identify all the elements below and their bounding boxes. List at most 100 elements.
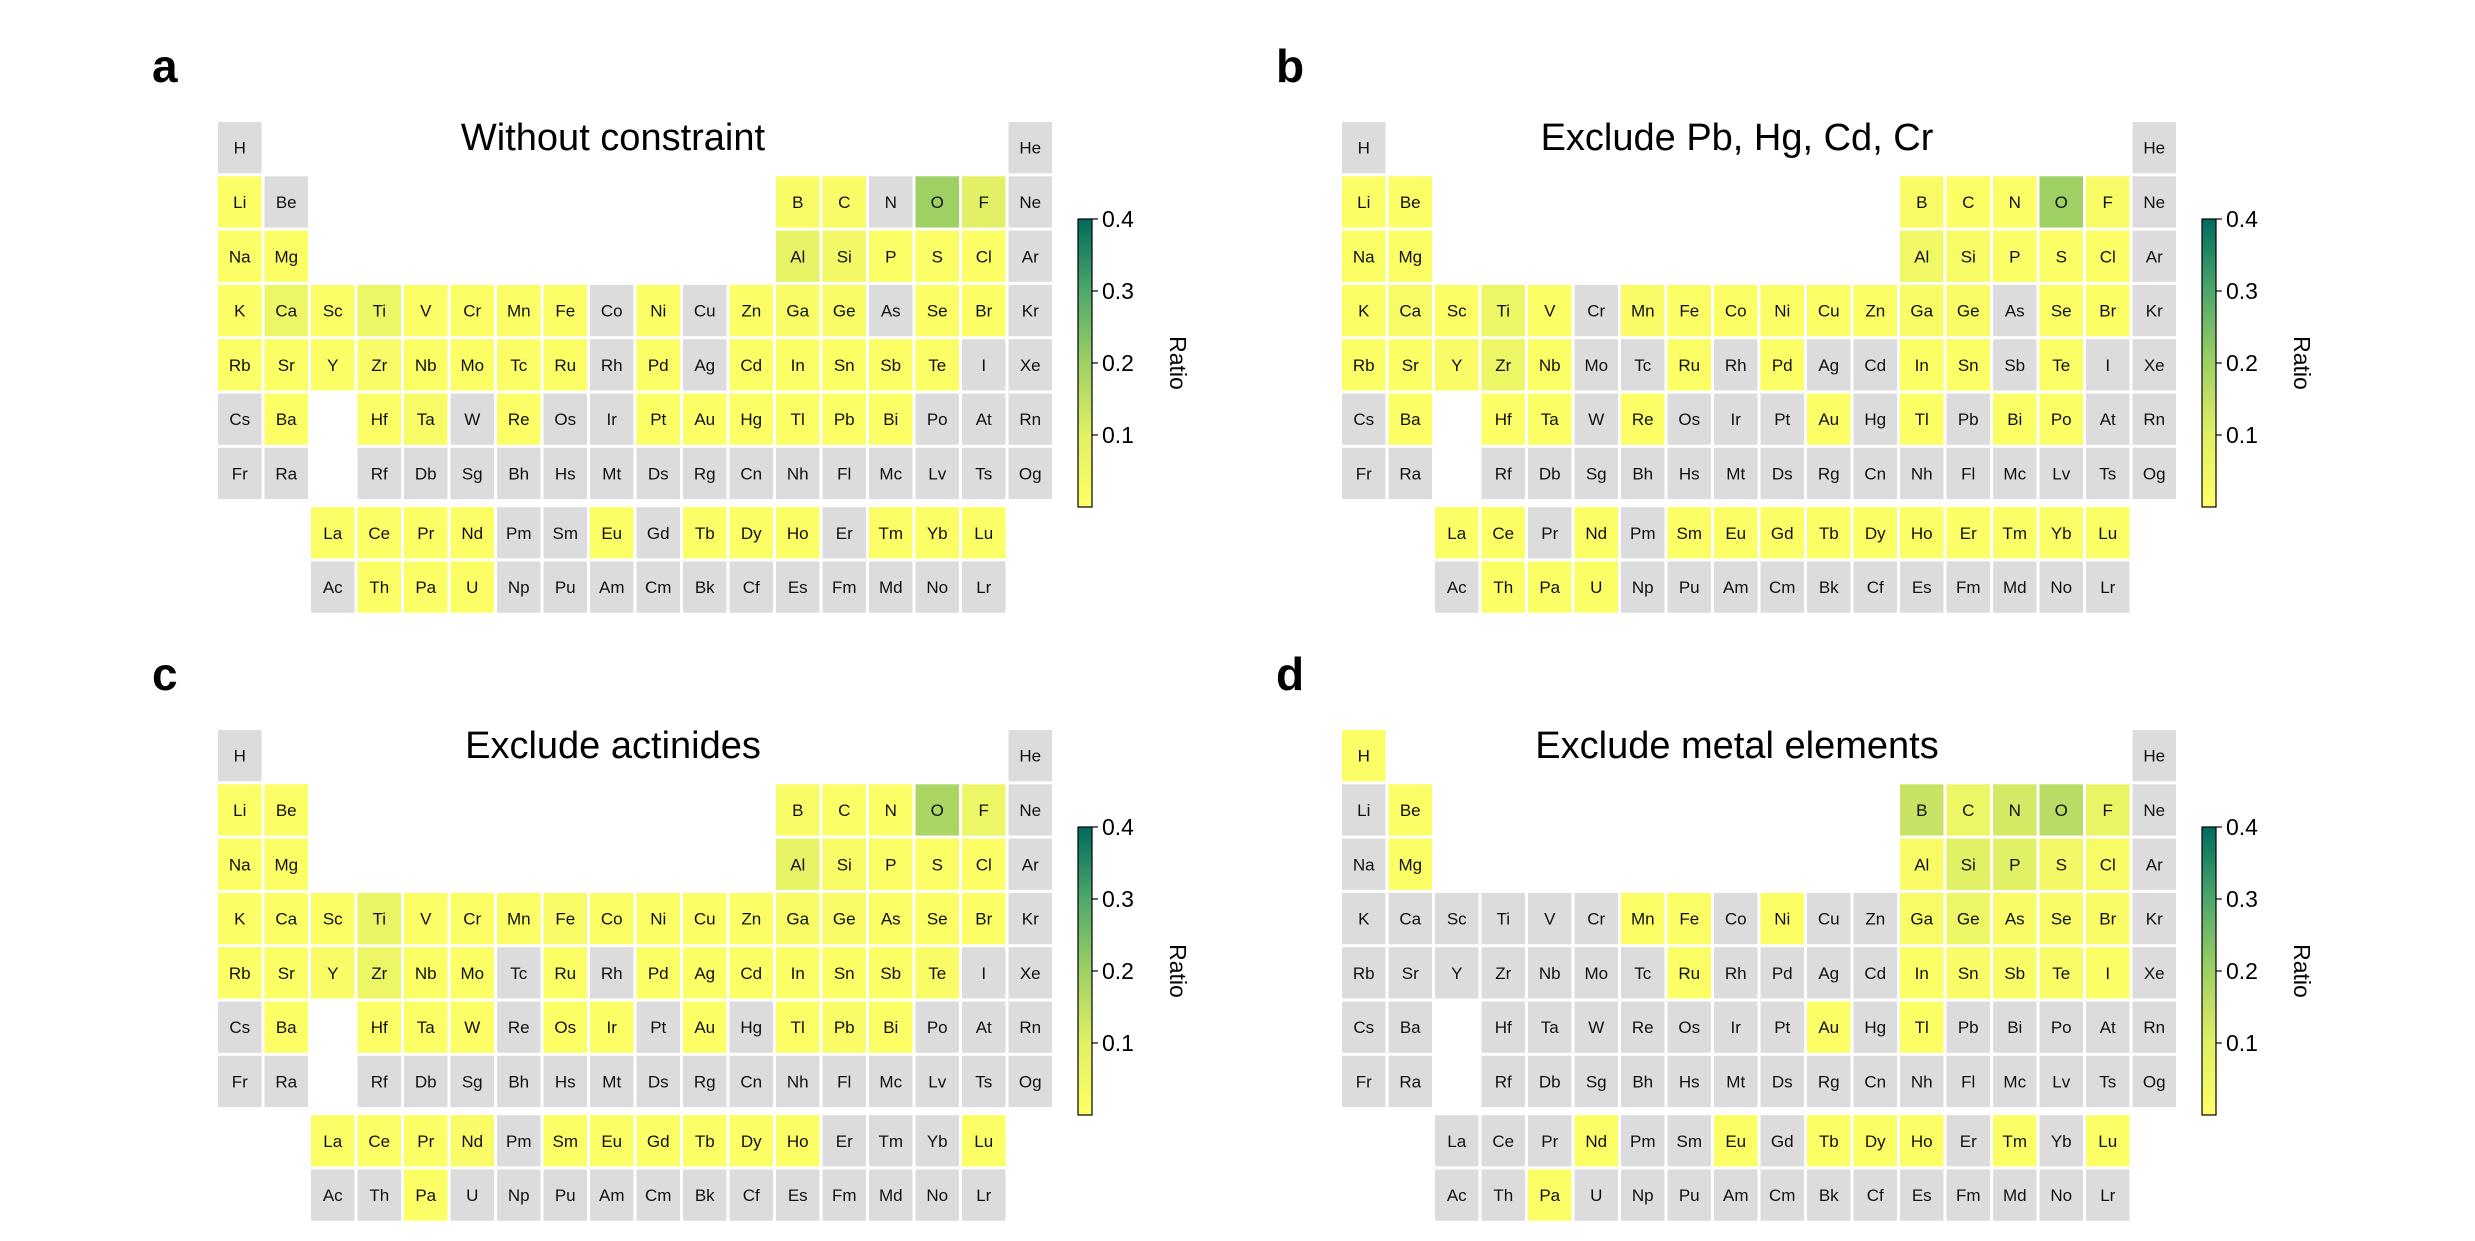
element-cell-ag: Ag	[1807, 947, 1851, 999]
cell-fill	[1435, 1169, 1479, 1221]
cell-fill	[1946, 561, 1990, 613]
cell-fill	[1667, 892, 1711, 945]
element-symbol: Sc	[1447, 910, 1467, 929]
element-symbol: Cm	[1769, 1186, 1795, 1205]
element-cell-tb: Tb	[683, 1115, 727, 1167]
cell-fill	[2132, 447, 2176, 500]
element-symbol: Cf	[1867, 1186, 1884, 1205]
element-symbol: H	[234, 747, 246, 766]
element-symbol: Yb	[927, 524, 948, 543]
element-symbol: Tm	[2002, 524, 2027, 543]
element-cell-o: O	[915, 176, 959, 228]
element-cell-li: Li	[1342, 176, 1386, 228]
element-symbol: Mt	[1726, 1072, 1745, 1091]
element-cell-fe: Fe	[1667, 892, 1711, 945]
element-symbol: Mt	[602, 464, 621, 483]
element-cell-ra: Ra	[1388, 1055, 1432, 1108]
element-symbol: Rn	[1019, 410, 1041, 429]
element-cell-zr: Zr	[1481, 947, 1525, 999]
cell-fill	[1993, 838, 2037, 890]
element-symbol: Br	[2099, 910, 2116, 929]
element-symbol: Ge	[833, 910, 856, 929]
cell-fill	[590, 561, 634, 613]
cell-fill	[2132, 1001, 2176, 1053]
element-cell-np: Np	[1621, 561, 1665, 613]
cell-fill	[1853, 447, 1897, 500]
element-cell-fe: Fe	[543, 284, 587, 337]
element-symbol: Sb	[880, 964, 901, 983]
element-cell-fl: Fl	[822, 1055, 866, 1108]
element-cell-k: K	[1342, 284, 1386, 337]
element-cell-f: F	[962, 784, 1006, 836]
element-symbol: B	[792, 801, 803, 820]
element-symbol: Nb	[415, 356, 437, 375]
cell-fill	[1574, 1001, 1618, 1053]
element-cell-sr: Sr	[1388, 947, 1432, 999]
cell-fill	[915, 1169, 959, 1221]
element-symbol: He	[2143, 139, 2165, 158]
cell-fill	[776, 284, 820, 337]
cell-fill	[1714, 1115, 1758, 1167]
element-cell-rh: Rh	[590, 339, 634, 391]
element-symbol: Ts	[975, 1072, 992, 1091]
element-cell-h: H	[1342, 730, 1386, 782]
element-symbol: Al	[1914, 855, 1929, 874]
element-cell-tc: Tc	[1621, 947, 1665, 999]
element-cell-si: Si	[822, 230, 866, 282]
cell-fill	[962, 784, 1006, 836]
cell-fill	[2039, 1055, 2083, 1108]
element-cell-bi: Bi	[1993, 1001, 2037, 1053]
element-cell-hg: Hg	[729, 393, 773, 445]
element-symbol: No	[926, 578, 948, 597]
cell-fill	[776, 892, 820, 945]
cell-fill	[636, 1001, 680, 1053]
element-cell-yb: Yb	[915, 1115, 959, 1167]
element-cell-cl: Cl	[962, 838, 1006, 890]
element-symbol: P	[885, 855, 896, 874]
element-symbol: Sm	[553, 524, 579, 543]
element-cell-re: Re	[497, 1001, 541, 1053]
colorbar-gradient	[2201, 826, 2217, 1116]
element-symbol: Tc	[510, 964, 528, 983]
element-cell-th: Th	[357, 1169, 401, 1221]
element-cell-ba: Ba	[1388, 1001, 1432, 1053]
element-cell-kr: Kr	[1008, 284, 1052, 337]
cell-fill	[218, 284, 262, 337]
element-cell-mg: Mg	[264, 230, 308, 282]
element-cell-he: He	[2132, 730, 2176, 782]
cell-fill	[636, 947, 680, 999]
cell-fill	[1900, 1001, 1944, 1053]
element-symbol: Sr	[1402, 964, 1419, 983]
element-symbol: H	[1358, 139, 1370, 158]
cell-fill	[1621, 892, 1665, 945]
element-cell-nd: Nd	[1574, 507, 1618, 559]
element-symbol: Np	[508, 1186, 530, 1205]
cell-fill	[1435, 284, 1479, 337]
element-cell-hf: Hf	[357, 393, 401, 445]
element-cell-pu: Pu	[1667, 561, 1711, 613]
element-cell-in: In	[776, 947, 820, 999]
element-symbol: Ds	[648, 1072, 669, 1091]
element-symbol: B	[1916, 193, 1927, 212]
element-symbol: Be	[276, 801, 297, 820]
cell-fill	[2132, 784, 2176, 836]
element-symbol: U	[1590, 578, 1602, 597]
element-cell-ho: Ho	[1900, 1115, 1944, 1167]
element-symbol: W	[1588, 410, 1604, 429]
element-cell-cs: Cs	[218, 393, 262, 445]
element-symbol: Ra	[275, 464, 297, 483]
cell-fill	[1342, 122, 1386, 174]
element-symbol: Au	[1818, 1018, 1839, 1037]
element-cell-ne: Ne	[2132, 784, 2176, 836]
element-cell-mc: Mc	[869, 447, 913, 500]
element-cell-pd: Pd	[636, 339, 680, 391]
element-symbol: La	[1447, 524, 1466, 543]
element-symbol: V	[420, 302, 432, 321]
element-symbol: Si	[837, 247, 852, 266]
element-symbol: Po	[2051, 1018, 2072, 1037]
element-symbol: H	[1358, 747, 1370, 766]
element-symbol: Er	[836, 524, 853, 543]
element-symbol: Pu	[555, 1186, 576, 1205]
element-symbol: Ar	[1022, 855, 1039, 874]
element-cell-zn: Zn	[729, 284, 773, 337]
